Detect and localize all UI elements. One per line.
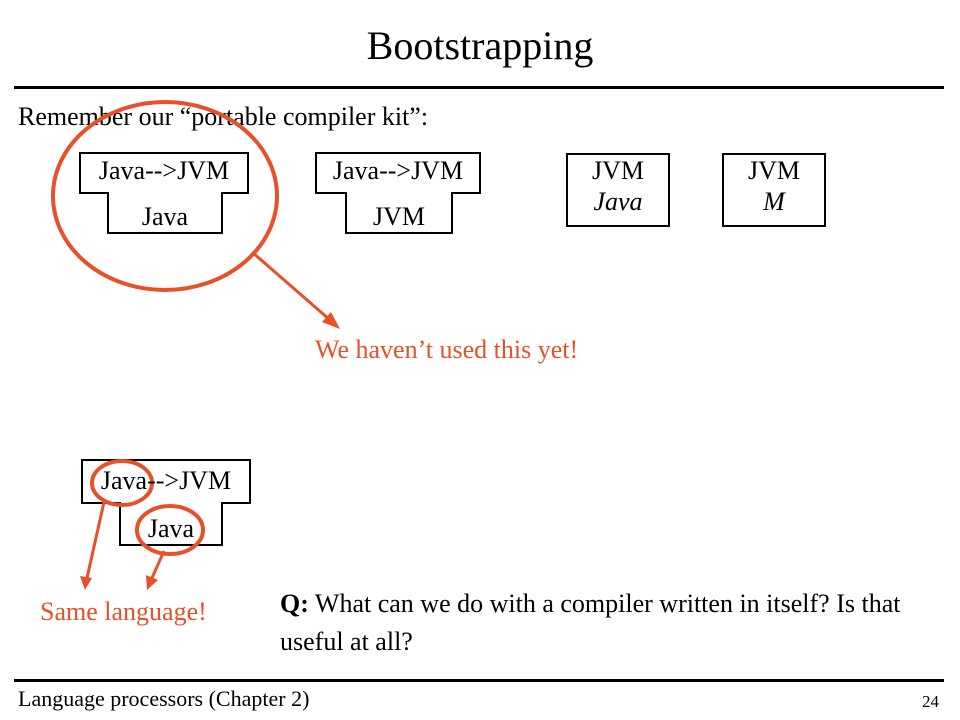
- t2-bottom-label: JVM: [372, 202, 425, 231]
- arrow-head-source: [80, 576, 92, 590]
- highlight-circle-large: [51, 100, 279, 292]
- interpreter-box-m: [722, 153, 826, 227]
- title-divider: [14, 86, 944, 89]
- t-diagram-compiler-self: [81, 459, 251, 546]
- arrow-head-unused: [322, 312, 340, 329]
- question-body: What can we do with a compiler written i…: [280, 589, 901, 656]
- t1-bottom-label: Java: [141, 202, 189, 231]
- arrow-line-source: [85, 501, 106, 579]
- t3-bottom-label: Java: [147, 514, 195, 543]
- i1-bottom-label: Java: [593, 187, 643, 216]
- i2-bottom-label: M: [763, 187, 785, 216]
- t-diagram-compiler-jvm: [315, 152, 481, 234]
- slide-title: Bootstrapping: [366, 23, 594, 68]
- t2-top-label: Java-->JVM: [332, 156, 464, 185]
- arrow-line-unused: [251, 250, 331, 322]
- interpreter-box-java: [566, 153, 670, 227]
- question-prefix: Q:: [280, 589, 309, 618]
- footer-text: Language processors (Chapter 2): [18, 686, 310, 711]
- i1-top-label: JVM: [591, 156, 644, 185]
- annotation-same-language: Same language!: [40, 597, 207, 626]
- i2-top-label: JVM: [747, 156, 800, 185]
- t1-top-label: Java-->JVM: [98, 156, 230, 185]
- t3-top-label: Java-->JVM: [100, 466, 232, 495]
- highlight-circle-impl: [135, 504, 205, 556]
- arrow-line-impl: [150, 550, 166, 579]
- footer-divider: [14, 679, 944, 682]
- arrow-head-impl: [146, 575, 158, 590]
- question-text: Q: What can we do with a compiler writte…: [280, 585, 920, 661]
- t-diagram-compiler-java: [79, 152, 249, 234]
- highlight-circle-source: [90, 459, 154, 507]
- page-number: 24: [922, 692, 939, 711]
- annotation-unused: We haven’t used this yet!: [315, 335, 579, 364]
